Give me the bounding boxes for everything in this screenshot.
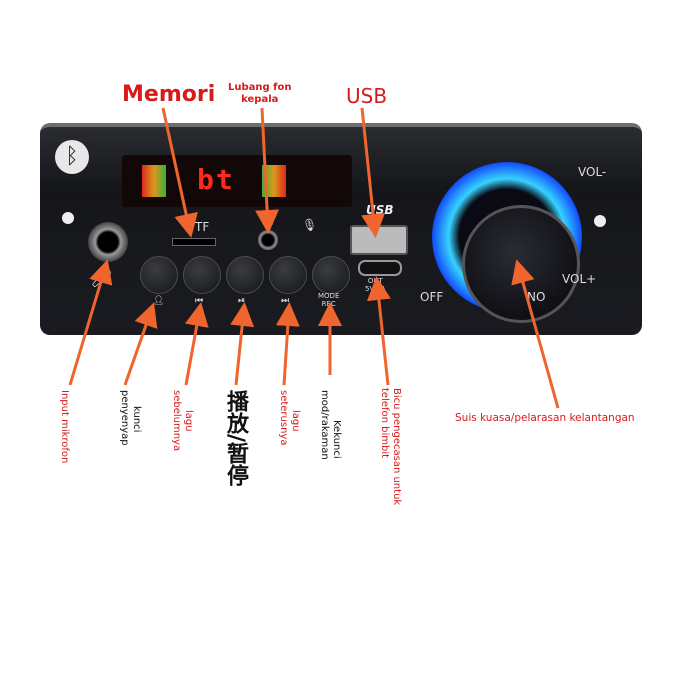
arrow-headphone bbox=[255, 107, 280, 234]
arrow-mute bbox=[123, 302, 158, 386]
callout-prev-line2: sebelumnya bbox=[171, 390, 182, 452]
callout-memory: Memori bbox=[122, 82, 216, 107]
mode-button[interactable] bbox=[312, 256, 350, 294]
previous-icon: ⏮ bbox=[195, 296, 204, 306]
headphone-jack[interactable] bbox=[258, 230, 278, 250]
display-text: bt bbox=[197, 163, 235, 196]
arrow-play bbox=[230, 302, 255, 386]
play-pause-icon: ⏯ bbox=[238, 296, 246, 306]
on-label: NO bbox=[527, 290, 546, 304]
next-button[interactable] bbox=[269, 256, 307, 294]
off-label: OFF bbox=[420, 290, 444, 304]
screw-hole-right bbox=[594, 215, 606, 227]
arrow-next bbox=[275, 302, 300, 386]
usb-c-port[interactable] bbox=[358, 260, 402, 276]
callout-charging-line1: Bicu pengecasan untuk bbox=[391, 388, 402, 506]
callout-next-line2: seterusnya bbox=[278, 390, 289, 446]
callout-mode-line1: Kekunci bbox=[331, 420, 342, 459]
callout-mute-line2: penyenyap bbox=[119, 390, 130, 446]
volume-knob[interactable] bbox=[462, 205, 580, 323]
bluetooth-icon: ᛒ bbox=[55, 140, 89, 174]
mute-button[interactable] bbox=[140, 256, 178, 294]
callout-prev-line1: lagu bbox=[183, 410, 194, 432]
callout-headphone-line2: kepala bbox=[241, 94, 279, 105]
arrow-usb bbox=[360, 107, 386, 238]
vol-plus-label: VOL+ bbox=[562, 272, 597, 286]
previous-button[interactable] bbox=[183, 256, 221, 294]
arrow-memory bbox=[161, 107, 198, 238]
callout-mode-line2: mod/rakaman bbox=[319, 390, 330, 460]
tf-card-slot[interactable] bbox=[172, 238, 216, 246]
arrow-prev bbox=[184, 302, 209, 386]
mic-record-icon: 🎙︎ bbox=[302, 218, 318, 232]
mic-jack[interactable] bbox=[88, 222, 128, 262]
tf-label: TF bbox=[195, 220, 210, 234]
vol-minus-label: VOL- bbox=[578, 165, 607, 179]
mute-icon: 👤︎ bbox=[153, 296, 165, 306]
next-icon: ⏭ bbox=[281, 296, 290, 306]
callout-usb: USB bbox=[346, 84, 388, 108]
callout-charging-line2: telefon bimbit bbox=[379, 388, 390, 459]
arrow-mic bbox=[68, 259, 113, 386]
level-meter-left bbox=[142, 165, 166, 197]
screw-hole-left bbox=[62, 212, 74, 224]
callout-power-volume: Suis kuasa/pelarasan kelantangan bbox=[455, 412, 635, 424]
callout-mute-line1: kunci bbox=[131, 406, 142, 433]
arrow-charging bbox=[366, 276, 391, 386]
play-pause-button[interactable] bbox=[226, 256, 264, 294]
callout-play-pause: 播放/暂停 bbox=[223, 390, 248, 487]
callout-next-line1: lagu bbox=[290, 410, 301, 432]
arrow-knob bbox=[511, 259, 560, 409]
callout-mic-input: Input mikrofon bbox=[59, 390, 70, 464]
callout-headphone-line1: Lubang fon bbox=[228, 82, 292, 93]
mode-text: MODE bbox=[318, 292, 340, 300]
